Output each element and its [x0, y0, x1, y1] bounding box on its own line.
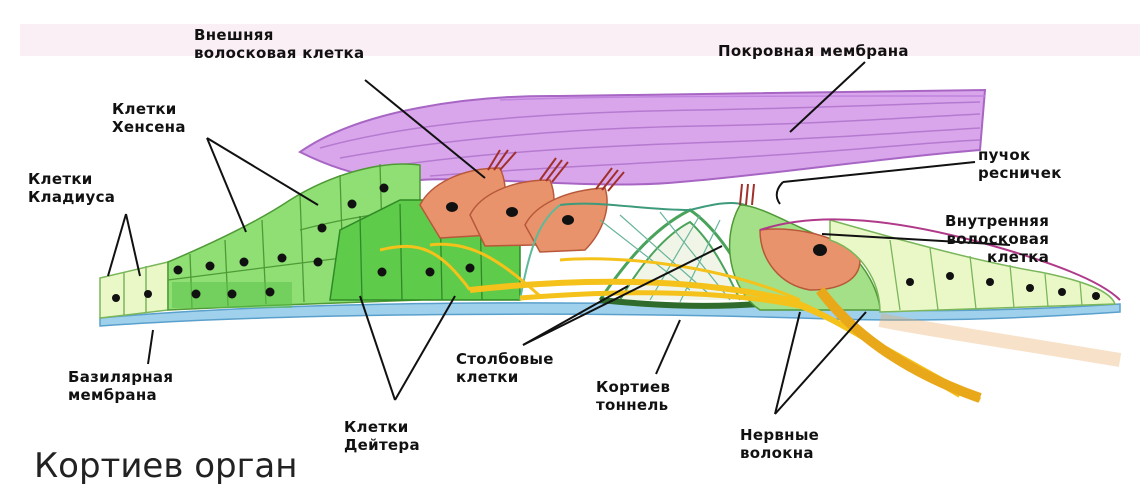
label-claudius-cells: Клетки Кладиуса: [28, 170, 115, 206]
label-hensen-cells-line2: Хенсена: [112, 118, 186, 136]
label-inner-hair-cell-line1: Внутренняя: [945, 212, 1049, 230]
label-cilia-bundle-line2: ресничек: [978, 164, 1062, 182]
label-outer-hair-cell: Внешняя волосковая клетка: [194, 26, 364, 62]
label-claudius-cells-line2: Кладиуса: [28, 188, 115, 206]
label-pillar-cells-line1: Столбовые: [456, 350, 554, 368]
label-nerve-fibers-line2: волокна: [740, 444, 819, 462]
label-corti-tunnel-line2: тоннель: [596, 396, 670, 414]
label-inner-hair-cell: Внутренняя волосковая клетка: [945, 212, 1049, 266]
label-tectorial-membrane: Покровная мембрана: [718, 42, 909, 60]
label-inner-hair-cell-line2: волосковая: [945, 230, 1049, 248]
label-outer-hair-cell-line1: Внешняя: [194, 26, 364, 44]
label-cilia-bundle-line1: пучок: [978, 146, 1062, 164]
label-deiters-cells-line2: Дейтера: [344, 436, 420, 454]
label-hensen-cells: Клетки Хенсена: [112, 100, 186, 136]
label-pillar-cells-line2: клетки: [456, 368, 554, 386]
label-deiters-cells-line1: Клетки: [344, 418, 420, 436]
diagram-title: Кортиев орган: [34, 446, 298, 486]
label-cilia-bundle: пучок ресничек: [978, 146, 1062, 182]
label-inner-hair-cell-line3: клетка: [945, 248, 1049, 266]
label-outer-hair-cell-line2: волосковая клетка: [194, 44, 364, 62]
label-corti-tunnel: Кортиев тоннель: [596, 378, 670, 414]
label-claudius-cells-line1: Клетки: [28, 170, 115, 188]
background-band: [20, 24, 1140, 56]
label-nerve-fibers: Нервные волокна: [740, 426, 819, 462]
label-corti-tunnel-line1: Кортиев: [596, 378, 670, 396]
label-pillar-cells: Столбовые клетки: [456, 350, 554, 386]
label-basilar-membrane-line2: мембрана: [68, 386, 173, 404]
label-tectorial-membrane-line1: Покровная мембрана: [718, 42, 909, 60]
label-deiters-cells: Клетки Дейтера: [344, 418, 420, 454]
label-nerve-fibers-line1: Нервные: [740, 426, 819, 444]
label-basilar-membrane-line1: Базилярная: [68, 368, 173, 386]
label-hensen-cells-line1: Клетки: [112, 100, 186, 118]
label-basilar-membrane: Базилярная мембрана: [68, 368, 173, 404]
